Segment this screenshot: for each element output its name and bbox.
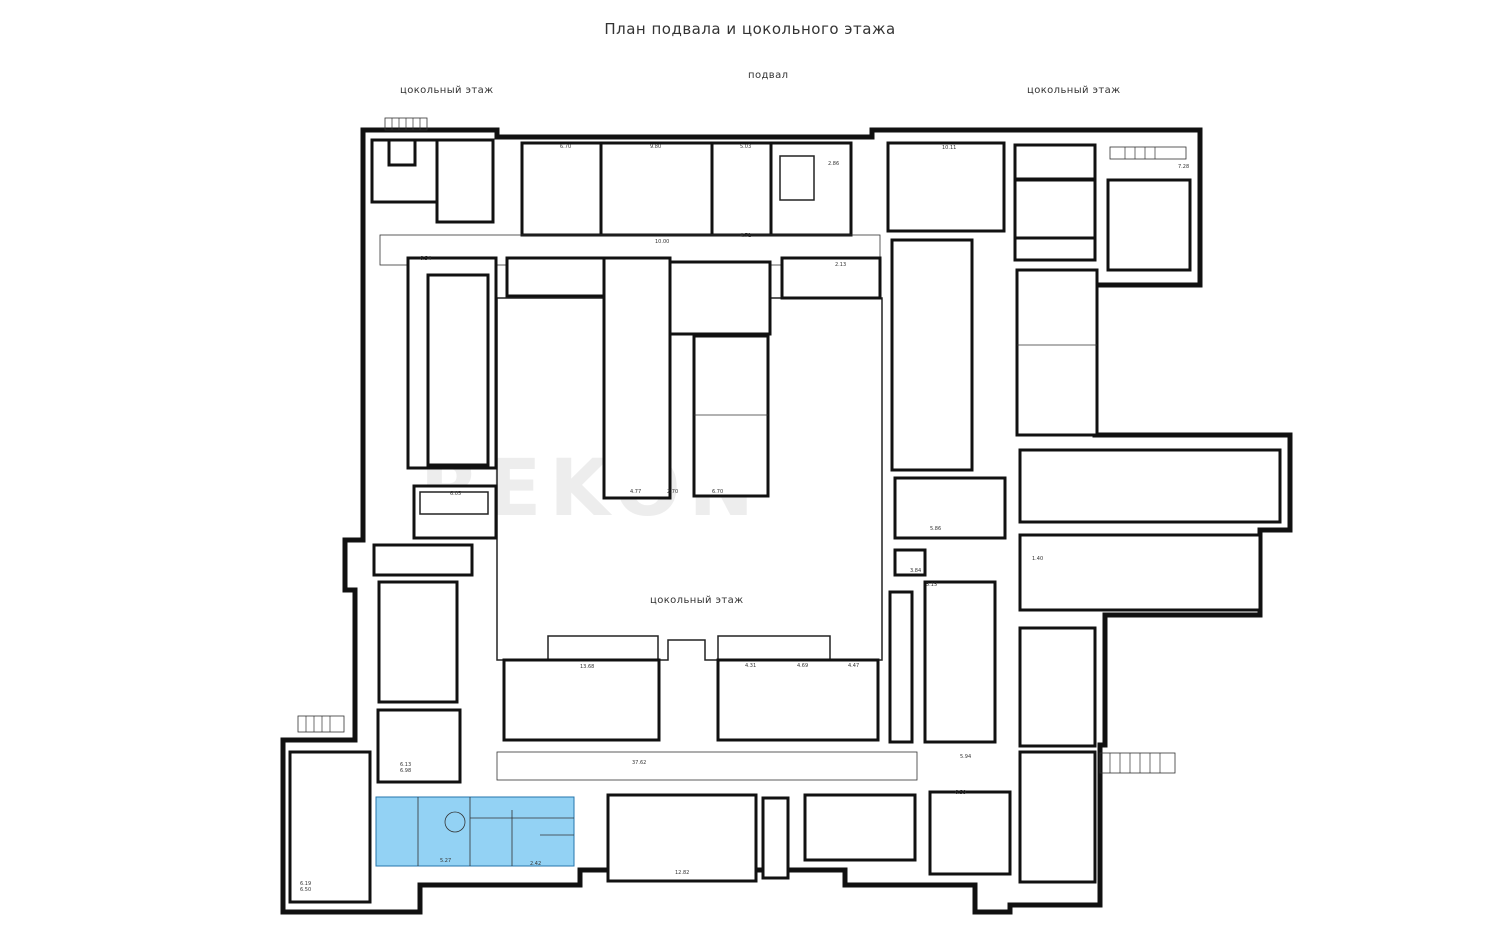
room: [668, 260, 772, 336]
dimension-label: 6.50: [300, 887, 311, 893]
dimension-label: 10.11: [942, 145, 956, 151]
corridor: [496, 751, 918, 781]
room: [780, 256, 882, 300]
room: [716, 658, 880, 742]
dimension-label: 2.70: [667, 489, 678, 495]
dimension-label: 4.69: [797, 663, 808, 669]
room: [606, 793, 758, 883]
dimension-label: 5.27: [440, 858, 451, 864]
dimension-label: 5.15: [926, 582, 937, 588]
room: [692, 334, 770, 498]
room: [412, 484, 498, 540]
dimension-label: 6.59: [955, 790, 966, 796]
room: [1018, 448, 1282, 524]
room: [1015, 268, 1099, 437]
dimension-label: 4.71: [740, 233, 751, 239]
stairs-icon: [297, 715, 345, 733]
room: [710, 141, 774, 237]
room: [1018, 626, 1097, 748]
dimension-label: 3.84: [910, 568, 921, 574]
room: [520, 141, 604, 237]
highlighted-unit-partitions: [417, 797, 574, 866]
dimension-label: 6.13: [400, 762, 411, 768]
dimension-label: 6.70: [712, 489, 723, 495]
stairs-icon: [384, 117, 428, 131]
dimension-label: 2.42: [530, 861, 541, 867]
room: [377, 580, 459, 704]
dimension-label: 5.03: [740, 144, 751, 150]
dimension-label: 9.80: [650, 144, 661, 150]
room: [893, 548, 927, 577]
room: [387, 138, 417, 167]
label-ground-floor-right: цокольный этаж: [1027, 85, 1121, 96]
room: [761, 796, 790, 880]
light-well: [779, 155, 815, 201]
light-well: [419, 491, 489, 515]
room: [1106, 178, 1192, 272]
dimension-label: 6.70: [560, 144, 571, 150]
room: [1013, 178, 1097, 240]
dimension-label: 5.94: [960, 754, 971, 760]
room: [888, 590, 914, 744]
label-basement: подвал: [748, 70, 789, 81]
label-ground-floor-left: цокольный этаж: [400, 85, 494, 96]
dimension-label: 12.82: [675, 870, 689, 876]
dimension-label: 6.98: [400, 768, 411, 774]
room: [1013, 143, 1097, 181]
highlighted-unit[interactable]: [375, 796, 575, 867]
room: [1018, 533, 1262, 612]
dimension-label: 5.86: [930, 526, 941, 532]
room: [426, 273, 490, 467]
room: [893, 476, 1007, 540]
outer-wall: [280, 127, 1293, 915]
room: [502, 658, 661, 742]
dimension-label: 1.40: [1032, 556, 1043, 562]
room: [288, 750, 372, 904]
dimension-label: 2.86: [828, 161, 839, 167]
dimension-label: 6.05: [450, 491, 461, 497]
dimension-labels: 9.80 6.70 5.03 2.86 10.11 7.28 10.00 4.71 6.54 6.…: [300, 144, 1189, 893]
room: [1013, 236, 1097, 262]
dimension-label: 4.77: [630, 489, 641, 495]
room: [923, 580, 997, 744]
stairs-icon: [1099, 752, 1176, 774]
dimension-label: 7.28: [1178, 164, 1189, 170]
dimension-label: 6.54: [420, 256, 431, 262]
room: [928, 790, 1012, 876]
dimension-label: 10.00: [655, 239, 669, 245]
room: [803, 793, 917, 862]
room: [886, 141, 1006, 233]
room: [372, 543, 474, 577]
room: [376, 708, 462, 784]
room: [599, 141, 715, 237]
room: [435, 138, 495, 224]
plan-title: План подвала и цокольного этажа: [604, 20, 896, 38]
room: [1018, 750, 1097, 884]
dimension-label: 6.19: [300, 881, 311, 887]
stairs-icon: [1109, 146, 1187, 160]
dimension-label: 4.31: [745, 663, 756, 669]
dimension-label: 13.68: [580, 664, 594, 670]
dimension-label: 2.13: [835, 262, 846, 268]
dimension-label: 4.47: [848, 663, 859, 669]
dimension-label: 37.62: [632, 760, 646, 766]
label-ground-floor-center: цокольный этаж: [650, 595, 744, 606]
room: [769, 141, 853, 237]
room: [890, 238, 974, 472]
room: [602, 256, 672, 500]
